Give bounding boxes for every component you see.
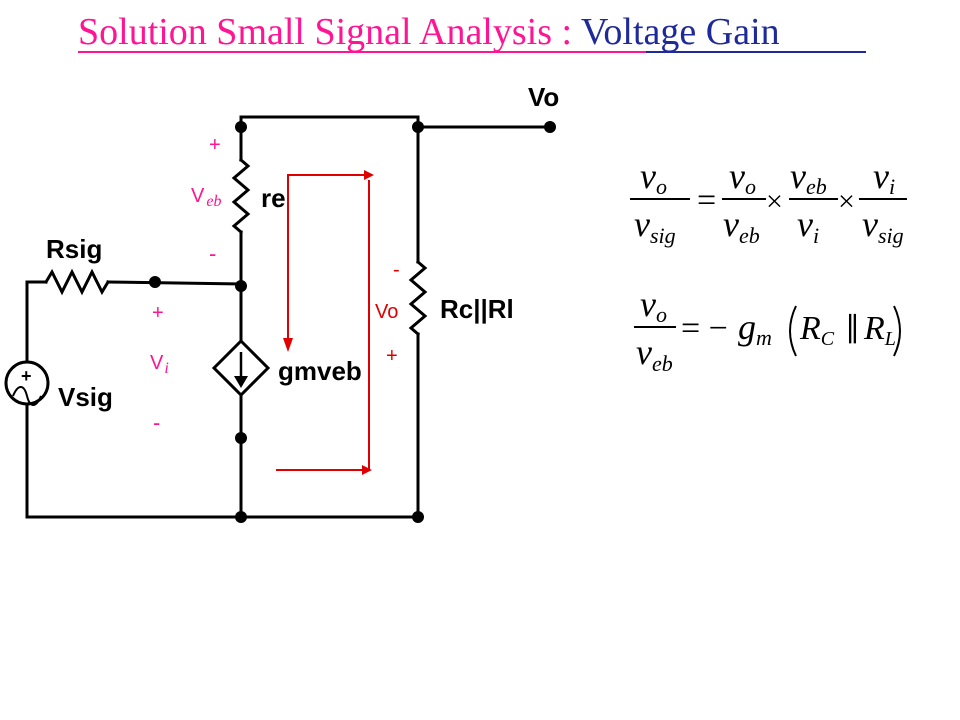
- vi-plus: +: [152, 302, 164, 324]
- circuit-nodes: [149, 121, 556, 523]
- eq1-term1-numerator: vo: [729, 156, 756, 199]
- sine-wave-icon: [12, 386, 42, 406]
- eq2-rc: RC: [799, 310, 835, 350]
- vo-bracket: [276, 174, 370, 471]
- rsig-label: Rsig: [46, 234, 102, 264]
- rsig-wire: [106, 280, 243, 286]
- node: [235, 121, 247, 133]
- vo-bracket-left: [287, 174, 364, 343]
- node: [235, 511, 247, 523]
- title-part-2: Voltage Gain: [581, 11, 780, 53]
- current-arrow-head: [234, 376, 248, 388]
- eq2-lhs-numerator: vo: [640, 284, 667, 327]
- vo-red-plus: +: [386, 345, 398, 367]
- vo-red-minus: -: [393, 259, 400, 281]
- node: [412, 511, 424, 523]
- eq1-lhs-numerator: vo: [640, 156, 667, 199]
- title-part-1: Solution Small Signal Analysis :: [78, 11, 581, 53]
- rc-rl-label: Rc||Rl: [440, 294, 514, 324]
- eq1-lhs-denominator: vsig: [634, 204, 676, 248]
- vo-output-label: Vo: [528, 82, 559, 112]
- eq1-term3-denominator: vsig: [862, 204, 904, 248]
- node: [412, 121, 424, 133]
- veb-minus: -: [209, 241, 216, 266]
- eq1-term2-denominator: vi: [797, 204, 819, 248]
- vi-label: Vi: [150, 352, 169, 377]
- re-resistor: [231, 157, 251, 235]
- eq2-gm: gm: [738, 307, 772, 350]
- gm-source-label: gmveb: [278, 356, 362, 386]
- eq1-times-2: ×: [838, 185, 855, 218]
- slide-title: Solution Small Signal Analysis : Voltage…: [78, 11, 780, 53]
- rc-resistor: [408, 259, 428, 337]
- eq2-equals-minus: = −: [681, 310, 728, 347]
- bottom-wire: [25, 402, 420, 519]
- eq1-term3-numerator: vi: [873, 156, 895, 199]
- eq2-lhs-denominator: veb: [636, 332, 673, 376]
- eq1-term2-numerator: veb: [790, 156, 827, 199]
- re-label: re: [261, 183, 286, 213]
- eq1-times-1: ×: [766, 185, 783, 218]
- vo-arrowhead-right-bottom: [362, 465, 372, 475]
- equation-voltage-gain-chain: vo vsig = vo veb × veb vi × vi vsig: [630, 156, 907, 248]
- eq2-rl: RL: [863, 310, 896, 350]
- vo-arrowhead-right-top: [364, 170, 374, 180]
- rsig-resistor: [43, 268, 111, 296]
- vo-arrowhead-down: [283, 338, 293, 352]
- vsig-label: Vsig: [58, 382, 113, 412]
- node: [235, 432, 247, 444]
- eq2-open-paren: [789, 305, 797, 357]
- vo-red-label: Vo: [375, 301, 398, 323]
- node: [149, 276, 161, 288]
- vo-output-node: [544, 121, 556, 133]
- top-wire: [239, 115, 420, 129]
- eq1-equals: =: [697, 182, 716, 219]
- vsig-top-wire: [25, 280, 48, 364]
- vi-minus: -: [153, 410, 160, 435]
- vsig-plus-sign: +: [21, 366, 32, 386]
- eq2-parallel-symbol: ∥: [845, 311, 860, 344]
- eq2-close-paren: [893, 305, 901, 357]
- eq1-term1-denominator: veb: [723, 204, 760, 248]
- equation-vo-over-veb: vo veb = − gm RC ∥ RL: [634, 284, 901, 376]
- node: [235, 280, 247, 292]
- veb-plus: +: [209, 134, 221, 156]
